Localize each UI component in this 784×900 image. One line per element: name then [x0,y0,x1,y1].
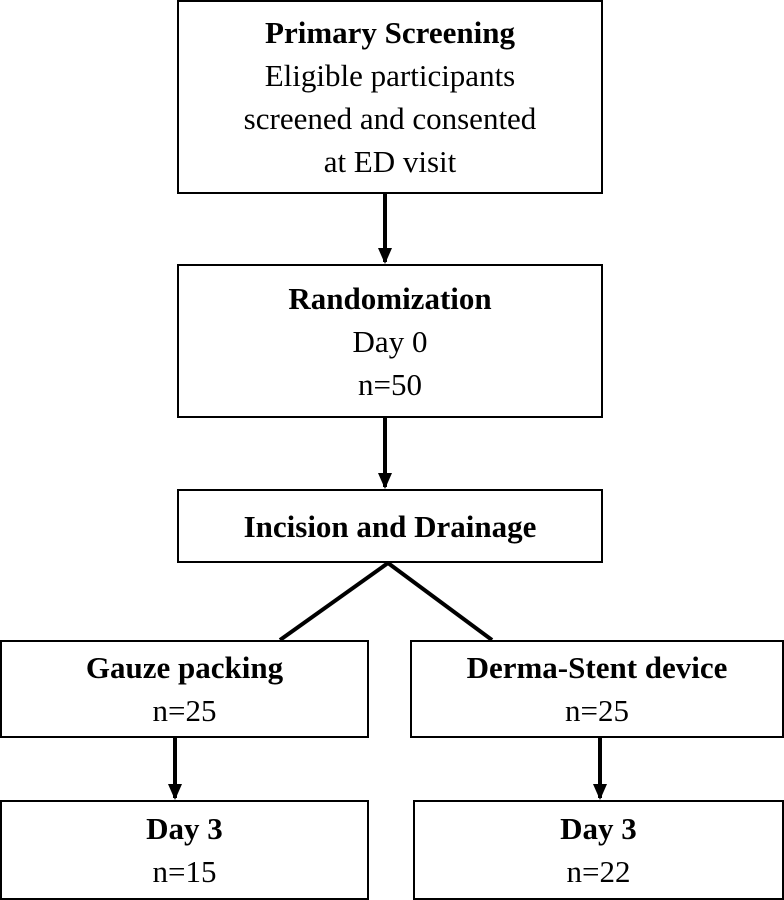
incision-drainage-title: Incision and Drainage [243,508,537,544]
day3-gauze-box: Day 3 n=15 [0,800,369,900]
day3-derma-title: Day 3 [560,811,637,846]
derma-stent-box: Derma-Stent device n=25 [410,640,784,738]
randomization-title: Randomization [288,280,492,316]
branch-to-derma [386,561,494,642]
incision-drainage-box: Incision and Drainage [177,489,603,563]
day3-gauze-title: Day 3 [146,811,223,846]
primary-screening-line-2: screened and consented [243,101,537,136]
arrowhead-incision [378,473,392,489]
randomization-day: Day 0 [352,323,428,359]
gauze-packing-count: n=25 [152,693,217,728]
derma-stent-title: Derma-Stent device [466,650,728,685]
arrowhead-day3-derma [593,784,607,800]
primary-screening-line-3: at ED visit [323,144,457,179]
day3-gauze-count: n=15 [152,854,217,889]
arrowhead-randomization [378,248,392,264]
arrowhead-day3-gauze [168,784,182,800]
randomization-count: n=50 [358,366,422,402]
day3-derma-count: n=22 [566,854,631,889]
primary-screening-title: Primary Screening [265,15,515,50]
gauze-packing-box: Gauze packing n=25 [0,640,369,738]
primary-screening-box: Primary Screening Eligible participants … [177,0,603,194]
gauze-packing-title: Gauze packing [85,650,284,685]
branch-to-gauze [278,561,390,642]
randomization-box: Randomization Day 0 n=50 [177,264,603,418]
primary-screening-line-1: Eligible participants [264,58,516,93]
day3-derma-box: Day 3 n=22 [413,800,784,900]
derma-stent-count: n=25 [565,693,629,728]
